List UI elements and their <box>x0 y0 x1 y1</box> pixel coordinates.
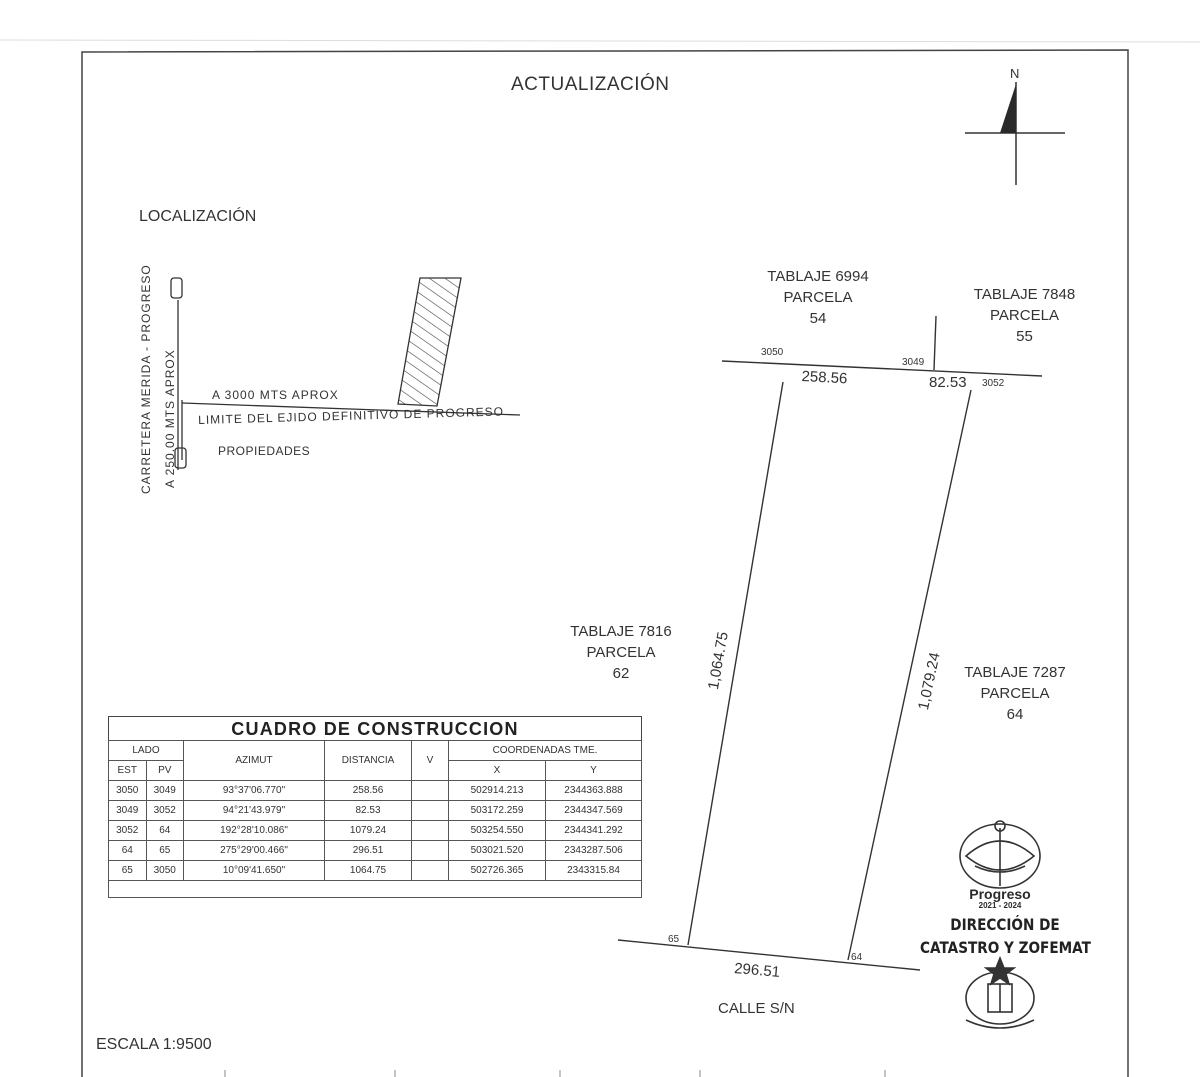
parcel-parcela: PARCELA <box>783 289 853 306</box>
parcel-number: 64 <box>1006 706 1024 723</box>
parcel-north-right: TABLAJE 7848 PARCELA 55 <box>952 284 1097 347</box>
cell-pv: 65 <box>145 840 184 861</box>
vertex-3052: 3052 <box>982 378 1005 389</box>
cell-y: 2343287.506 <box>545 840 642 861</box>
header-x: X <box>448 760 546 781</box>
table-row: 3050 3049 93°37'06.770" 258.56 502914.21… <box>108 780 642 801</box>
parcel-parcela: PARCELA <box>990 307 1059 324</box>
catastro-seal-icon <box>965 955 1035 1029</box>
cell-y: 2344347.569 <box>545 800 642 821</box>
seal-city: Progreso <box>969 886 1031 902</box>
cell-x: 503254.550 <box>448 820 546 841</box>
header-est: EST <box>108 760 147 781</box>
header-azimut: AZIMUT <box>183 740 325 781</box>
seal-line1: DIRECCIÓN DE <box>950 915 1060 934</box>
seal-line2: CATASTRO Y ZOFEMAT <box>920 938 1091 957</box>
header-coordenadas: COORDENADAS TME. <box>448 740 642 761</box>
north-arrow-icon <box>965 82 1065 185</box>
cell-y: 2343315.84 <box>545 860 642 881</box>
cell-distancia: 258.56 <box>324 780 412 801</box>
header-lado: LADO <box>108 740 184 761</box>
progreso-seal-icon <box>959 820 1041 889</box>
cell-y: 2344363.888 <box>545 780 642 801</box>
parcel-tablaje: TABLAJE 7848 <box>973 286 1076 303</box>
cell-y: 2344341.292 <box>545 820 642 841</box>
dimension-north-right: 82.53 <box>929 374 967 391</box>
cell-v <box>411 860 449 881</box>
cell-v <box>411 800 449 821</box>
properties-label: PROPIEDADES <box>218 444 311 458</box>
sheet-border <box>81 49 1129 1077</box>
dimension-north: 258.56 <box>801 368 848 388</box>
seal-years: 2021 - 2024 <box>978 901 1022 910</box>
street-label: CALLE S/N <box>718 1000 795 1017</box>
cell-est: 3049 <box>108 800 147 821</box>
table-empty-row <box>108 880 642 898</box>
parcel-parcela: PARCELA <box>586 644 656 661</box>
distance-horizontal-label: A 3000 MTS APROX <box>212 388 339 402</box>
north-label: N <box>1010 66 1020 81</box>
cell-v <box>411 780 449 801</box>
table-row: 65 3050 10°09'41.650" 1064.75 502726.365… <box>108 860 642 881</box>
cell-x: 503021.520 <box>448 840 546 861</box>
location-sketch <box>170 277 521 470</box>
cell-pv: 64 <box>145 820 184 841</box>
cell-x: 503172.259 <box>448 800 546 821</box>
cell-pv: 3049 <box>145 780 184 801</box>
cell-v <box>411 840 449 861</box>
cell-distancia: 1064.75 <box>324 860 412 881</box>
vertex-65: 65 <box>668 934 680 945</box>
cell-est: 64 <box>108 840 147 861</box>
cell-azimut: 275°29'00.466" <box>183 840 325 861</box>
parcel-tablaje: TABLAJE 6994 <box>767 268 869 285</box>
scale-label: ESCALA 1:9500 <box>96 1036 212 1053</box>
parcel-west: TABLAJE 7816 PARCELA 62 <box>556 621 686 684</box>
location-title: LOCALIZACIÓN <box>139 208 257 225</box>
cell-x: 502914.213 <box>448 780 546 801</box>
cell-distancia: 82.53 <box>324 800 412 821</box>
cell-azimut: 94°21'43.979" <box>183 800 325 821</box>
parcel-number: 54 <box>809 310 827 327</box>
cell-azimut: 192°28'10.086" <box>183 820 325 841</box>
road-label: CARRETERA MERIDA - PROGRESO <box>139 264 153 494</box>
header-v: V <box>411 740 449 781</box>
table-row: 3052 64 192°28'10.086" 1079.24 503254.55… <box>108 820 642 841</box>
table-row: 64 65 275°29'00.466" 296.51 503021.520 2… <box>108 840 642 861</box>
parcel-east: TABLAJE 7287 PARCELA 64 <box>945 662 1085 725</box>
cell-pv: 3050 <box>145 860 184 881</box>
cell-est: 65 <box>108 860 147 881</box>
cell-azimut: 93°37'06.770" <box>183 780 325 801</box>
vertex-64: 64 <box>851 952 863 963</box>
cell-pv: 3052 <box>145 800 184 821</box>
cell-v <box>411 820 449 841</box>
cell-est: 3050 <box>108 780 147 801</box>
cell-distancia: 1079.24 <box>324 820 412 841</box>
parcel-tablaje: TABLAJE 7816 <box>570 623 672 640</box>
parcel-outline <box>617 315 1043 971</box>
cell-azimut: 10°09'41.650" <box>183 860 325 881</box>
vertex-3050: 3050 <box>761 347 784 358</box>
construction-table: LADO AZIMUT DISTANCIA V COORDENADAS TME.… <box>108 740 642 898</box>
parcel-tablaje: TABLAJE 7287 <box>964 664 1066 681</box>
distance-side-label: A 250.00 MTS APROX <box>163 349 177 488</box>
parcel-parcela: PARCELA <box>980 685 1050 702</box>
table-row: 3049 3052 94°21'43.979" 82.53 503172.259… <box>108 800 642 821</box>
cell-x: 502726.365 <box>448 860 546 881</box>
parcel-north-left: TABLAJE 6994 PARCELA 54 <box>748 266 888 329</box>
parcel-number: 62 <box>612 665 630 682</box>
header-distancia: DISTANCIA <box>324 740 412 781</box>
header-y: Y <box>545 760 642 781</box>
header-pv: PV <box>145 760 184 781</box>
page-title: ACTUALIZACIÓN <box>511 74 670 95</box>
vertex-3049: 3049 <box>902 357 925 368</box>
parcel-number: 55 <box>1016 328 1033 345</box>
cell-distancia: 296.51 <box>324 840 412 861</box>
cell-est: 3052 <box>108 820 147 841</box>
construction-table-title: CUADRO DE CONSTRUCCION <box>108 716 642 740</box>
